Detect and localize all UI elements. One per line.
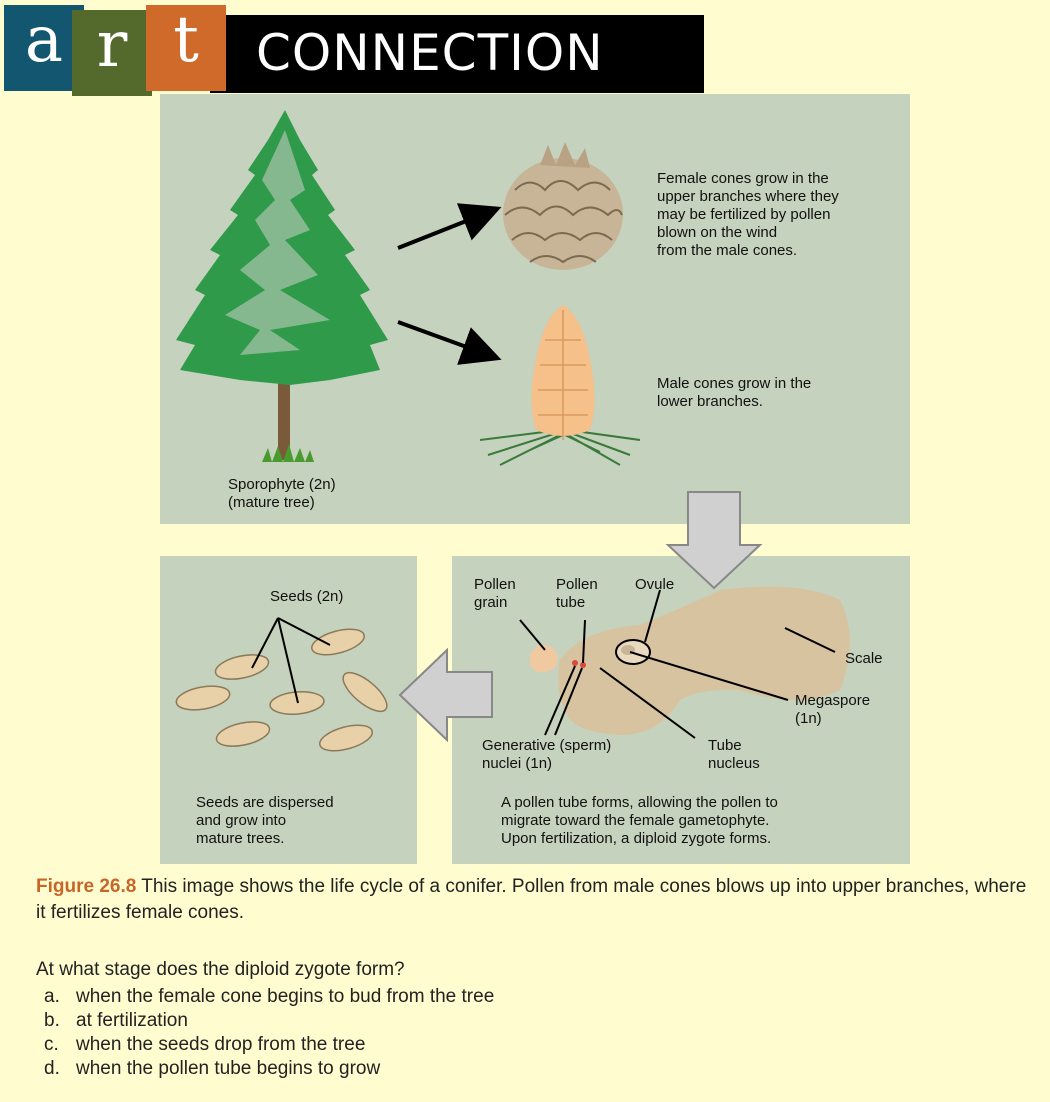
- option-letter: b.: [44, 1009, 76, 1033]
- scale-label: Scale: [845, 650, 883, 668]
- seed: [309, 624, 367, 659]
- figure-caption: Figure 26.8 This image shows the life cy…: [36, 874, 1036, 926]
- option-letter: c.: [44, 1033, 76, 1057]
- pollen-tube-description: A pollen tube forms, allowing the pollen…: [501, 794, 778, 848]
- pollen-grain-label: Pollen grain: [474, 576, 516, 612]
- seeds-description: Seeds are dispersed and grow into mature…: [196, 794, 334, 848]
- figure-number: Figure 26.8: [36, 876, 136, 897]
- seed: [317, 720, 375, 755]
- tube-nucleus-label: Tube nucleus: [708, 737, 760, 773]
- seeds-pointer-line: [278, 618, 330, 645]
- option-text: when the pollen tube begins to grow: [76, 1057, 380, 1081]
- seeds-pointer-line: [278, 618, 298, 703]
- seed: [213, 651, 270, 684]
- male-cone-description: Male cones grow in the lower branches.: [657, 375, 811, 411]
- option-text: when the seeds drop from the tree: [76, 1033, 365, 1057]
- seeds-label: Seeds (2n): [270, 588, 343, 606]
- option-text: when the female cone begins to bud from …: [76, 985, 494, 1009]
- option-letter: a.: [44, 985, 76, 1009]
- answer-option-d: d.when the pollen tube begins to grow: [44, 1057, 494, 1081]
- option-text: at fertilization: [76, 1009, 188, 1033]
- tree-illustration: [176, 110, 388, 462]
- seed: [337, 666, 393, 718]
- arrow-to-female-cone: [398, 210, 494, 248]
- female-cone-body: [503, 158, 623, 270]
- female-cone-illustration: [503, 142, 623, 270]
- megaspore-label: Megaspore (1n): [795, 692, 870, 728]
- female-cone-description: Female cones grow in the upper branches …: [657, 170, 839, 260]
- sporophyte-label: Sporophyte (2n) (mature tree): [228, 476, 336, 512]
- seeds-illustration: [175, 618, 393, 756]
- arrow-left-to-seeds: [400, 650, 492, 740]
- answer-option-b: b.at fertilization: [44, 1009, 494, 1033]
- generative-nuclei-label: Generative (sperm) nuclei (1n): [482, 737, 611, 773]
- question-prompt: At what stage does the diploid zygote fo…: [36, 958, 405, 982]
- pollen-grain-pointer: [520, 620, 545, 650]
- answer-options: a.when the female cone begins to bud fro…: [44, 985, 494, 1081]
- generative-nucleus: [572, 660, 578, 666]
- answer-option-a: a.when the female cone begins to bud fro…: [44, 985, 494, 1009]
- ovule-label: Ovule: [635, 576, 674, 594]
- female-cone-top: [540, 142, 590, 168]
- answer-option-c: c.when the seeds drop from the tree: [44, 1033, 494, 1057]
- arrow-down-to-pollen-tube: [668, 492, 760, 588]
- seed: [214, 718, 271, 751]
- seed: [175, 682, 232, 713]
- option-letter: d.: [44, 1057, 76, 1081]
- figure-caption-text: This image shows the life cycle of a con…: [36, 876, 1026, 923]
- pollen-tube-label: Pollen tube: [556, 576, 598, 612]
- male-cone-illustration: [480, 305, 640, 465]
- arrow-to-male-cone: [398, 322, 494, 357]
